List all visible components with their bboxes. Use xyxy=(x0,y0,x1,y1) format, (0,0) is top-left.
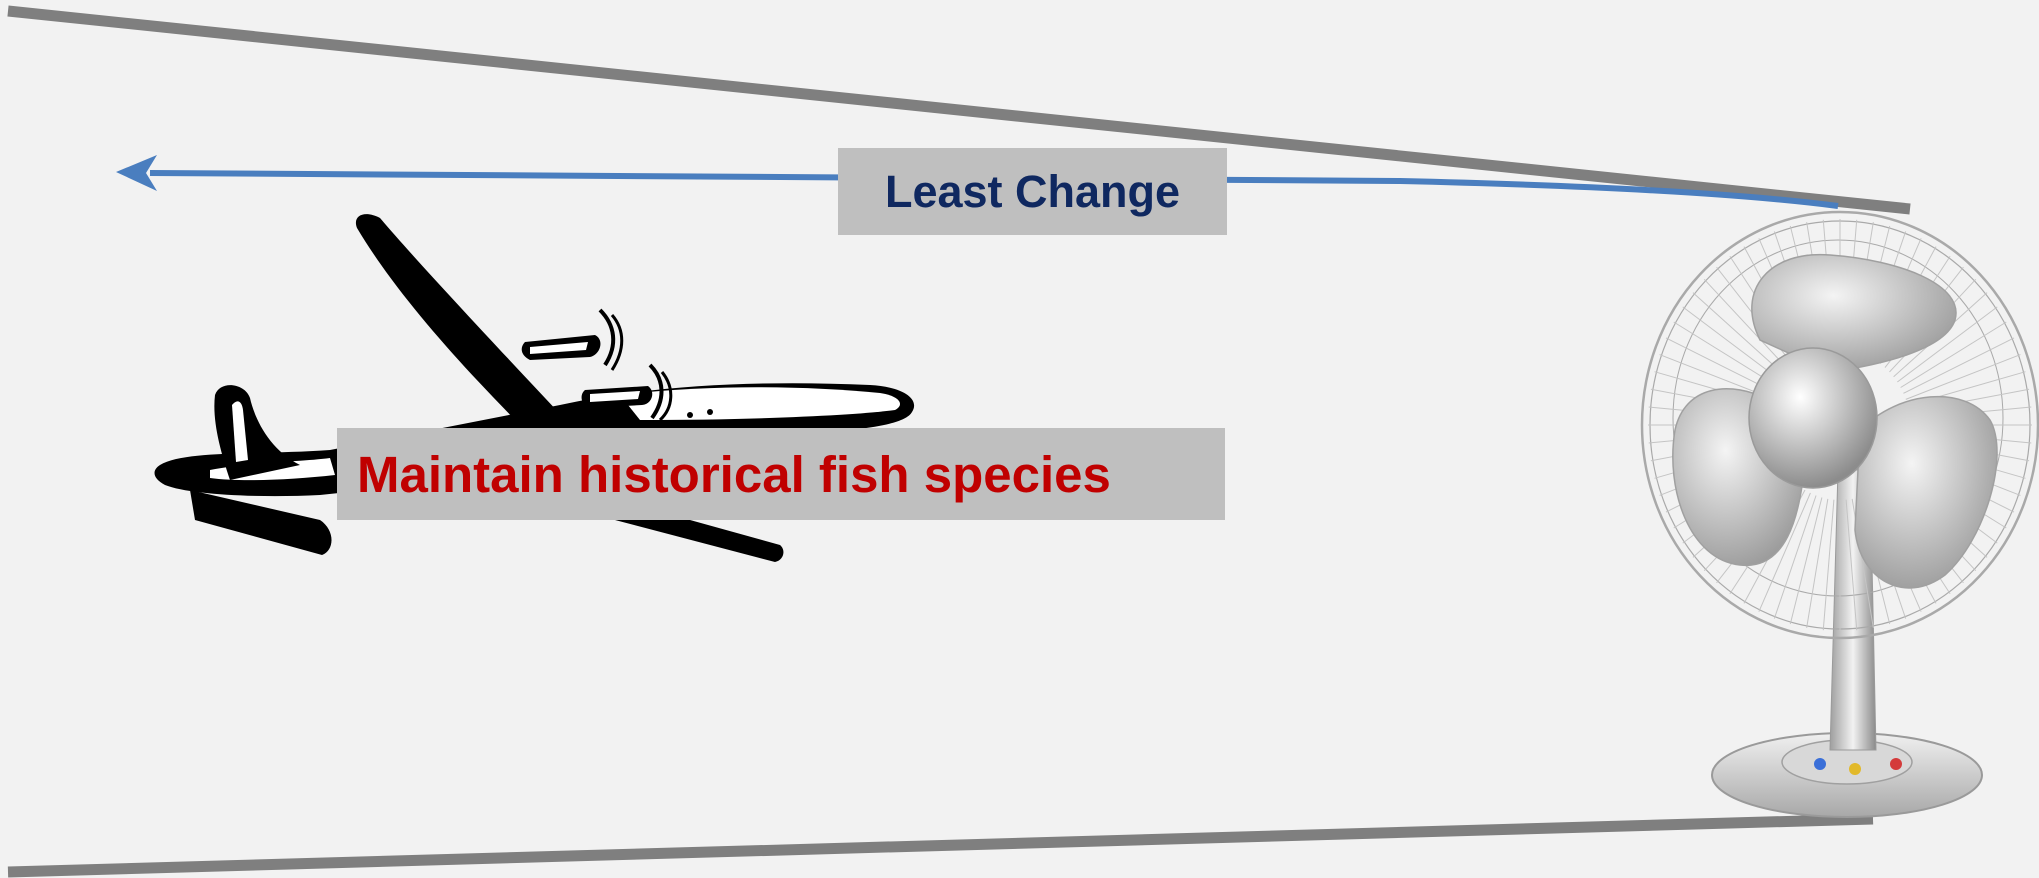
least-change-arrow xyxy=(116,155,1839,209)
goal-label-box: Maintain historical fish species xyxy=(337,428,1225,520)
arrow-head-icon xyxy=(116,155,157,191)
fan-button-blue xyxy=(1814,758,1826,770)
funnel-bottom-line xyxy=(7,813,1874,878)
fan-button-yellow xyxy=(1849,763,1861,775)
least-change-label-box: Least Change xyxy=(838,148,1227,235)
funnel-top-line xyxy=(7,5,1911,215)
goal-label: Maintain historical fish species xyxy=(357,445,1111,503)
least-change-label: Least Change xyxy=(884,165,1181,217)
fan-button-red xyxy=(1890,758,1902,770)
electric-desk-fan-icon xyxy=(1640,210,2039,818)
